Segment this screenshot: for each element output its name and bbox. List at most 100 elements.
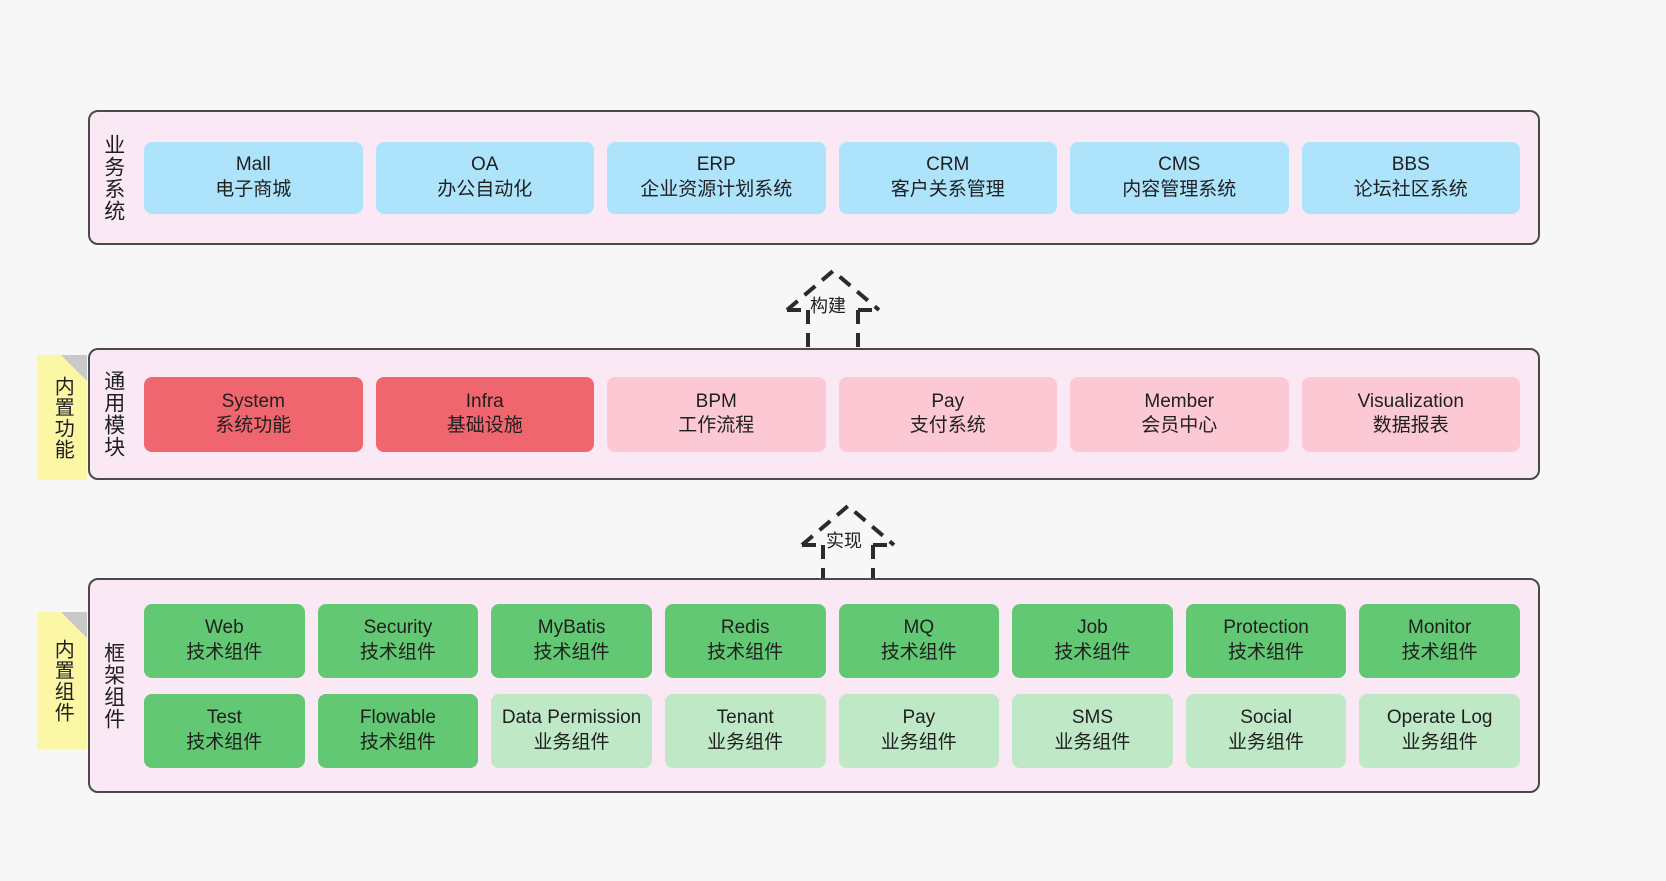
module-title: Pay: [902, 707, 936, 729]
module-subtitle: 工作流程: [678, 415, 755, 436]
module-title: Flowable: [359, 707, 436, 729]
module-title: Protection: [1223, 617, 1309, 639]
module-box-pay[interactable]: Pay 支付系统: [838, 376, 1057, 452]
layer-business-systems: 业务系统 Mall 电子商城 OA 办公自动化 ERP 企业资源计划系统 CRM…: [88, 110, 1540, 245]
module-title: System: [221, 390, 285, 412]
module-subtitle: 企业资源计划系统: [640, 178, 793, 200]
module-title: Operate Log: [1386, 707, 1493, 729]
module-subtitle: 技术组件: [880, 641, 957, 663]
module-box-security[interactable]: Security 技术组件: [317, 603, 479, 678]
module-title: Infra: [465, 390, 504, 412]
module-title: CRM: [926, 154, 970, 176]
module-subtitle: 技术组件: [1228, 641, 1305, 663]
module-title: Member: [1144, 390, 1215, 412]
module-box-member[interactable]: Member 会员中心: [1070, 376, 1289, 452]
layer-title-common-modules: 通用模块: [101, 370, 125, 458]
module-title: ERP: [696, 154, 736, 176]
module-subtitle: 技术组件: [533, 641, 610, 663]
module-box-cms[interactable]: CMS 内容管理系统: [1070, 141, 1289, 214]
module-box-protection[interactable]: Protection 技术组件: [1185, 603, 1347, 678]
layer-body-framework-components: Web 技术组件 Security 技术组件 MyBatis 技术组件 Redi…: [136, 580, 1538, 791]
module-box-test[interactable]: Test 技术组件: [144, 693, 305, 768]
module-row: Test 技术组件 Flowable 技术组件 Data Permission …: [144, 693, 1520, 768]
module-subtitle: 技术组件: [359, 731, 436, 753]
module-box-tenant[interactable]: Tenant 业务组件: [664, 693, 826, 768]
module-subtitle: 业务组件: [1228, 731, 1305, 753]
module-row: Web 技术组件 Security 技术组件 MyBatis 技术组件 Redi…: [144, 603, 1520, 678]
module-box-mybatis[interactable]: MyBatis 技术组件: [491, 603, 652, 678]
module-subtitle: 业务组件: [1054, 731, 1131, 753]
module-subtitle: 支付系统: [909, 415, 986, 436]
module-box-bpm[interactable]: BPM 工作流程: [607, 376, 826, 452]
module-title: CMS: [1158, 154, 1201, 176]
sticky-note-builtin-component: 内置组件: [37, 612, 87, 749]
module-subtitle: 技术组件: [186, 731, 263, 753]
module-title: Web: [204, 617, 244, 639]
module-box-operate-log[interactable]: Operate Log 业务组件: [1359, 693, 1520, 768]
module-subtitle: 技术组件: [186, 641, 263, 663]
module-subtitle: 系统功能: [215, 415, 292, 436]
module-subtitle: 电子商城: [215, 178, 292, 200]
module-title: Tenant: [716, 707, 774, 729]
module-title: Job: [1077, 617, 1108, 639]
module-subtitle: 技术组件: [1401, 641, 1478, 663]
connector-implement-label: 实现: [826, 531, 862, 551]
module-box-flowable[interactable]: Flowable 技术组件: [317, 693, 479, 768]
module-box-pay-business[interactable]: Pay 业务组件: [838, 693, 1000, 768]
module-title: MyBatis: [537, 617, 606, 639]
module-title: SMS: [1071, 707, 1114, 729]
layer-framework-components: 框架组件 Web 技术组件 Security 技术组件 MyBatis 技术组件…: [88, 578, 1540, 793]
module-box-bbs[interactable]: BBS 论坛社区系统: [1301, 141, 1520, 214]
module-title: MQ: [903, 617, 935, 639]
module-subtitle: 客户关系管理: [890, 178, 1005, 200]
module-box-mall[interactable]: Mall 电子商城: [144, 141, 363, 214]
layer-common-modules: 通用模块 System 系统功能 Infra 基础设施 BPM 工作流程 Pay…: [88, 348, 1540, 480]
note-fold-corner: [61, 355, 87, 381]
module-title: Test: [206, 707, 242, 729]
module-box-mq[interactable]: MQ 技术组件: [838, 603, 1000, 678]
module-title: Pay: [931, 390, 965, 412]
module-box-social[interactable]: Social 业务组件: [1185, 693, 1347, 768]
module-box-data-permission[interactable]: Data Permission 业务组件: [491, 693, 652, 768]
sticky-note-label: 内置功能: [51, 375, 74, 460]
module-box-system[interactable]: System 系统功能: [144, 376, 363, 452]
module-subtitle: 技术组件: [1054, 641, 1131, 663]
module-row: Mall 电子商城 OA 办公自动化 ERP 企业资源计划系统 CRM 客户关系…: [144, 141, 1520, 214]
module-box-erp[interactable]: ERP 企业资源计划系统: [607, 141, 826, 214]
module-subtitle: 数据报表: [1372, 415, 1449, 436]
module-subtitle: 业务组件: [533, 731, 610, 753]
module-title: Data Permission: [501, 707, 642, 729]
note-fold-corner: [61, 612, 87, 638]
module-subtitle: 基础设施: [446, 415, 523, 436]
module-title: Mall: [235, 154, 271, 176]
module-box-oa[interactable]: OA 办公自动化: [375, 141, 594, 214]
module-box-infra[interactable]: Infra 基础设施: [375, 376, 594, 452]
module-subtitle: 论坛社区系统: [1353, 178, 1468, 200]
module-title: Social: [1240, 707, 1292, 729]
module-subtitle: 办公自动化: [437, 178, 533, 200]
module-box-crm[interactable]: CRM 客户关系管理: [838, 141, 1057, 214]
layer-title-framework-components: 框架组件: [101, 641, 125, 730]
module-title: Security: [363, 617, 433, 639]
module-box-web[interactable]: Web 技术组件: [144, 603, 305, 678]
module-title: BBS: [1391, 154, 1430, 176]
module-subtitle: 会员中心: [1141, 415, 1218, 436]
layer-body-common-modules: System 系统功能 Infra 基础设施 BPM 工作流程 Pay 支付系统…: [136, 350, 1538, 478]
layer-title-business-systems: 业务系统: [101, 133, 125, 222]
module-subtitle: 技术组件: [359, 641, 436, 663]
module-box-redis[interactable]: Redis 技术组件: [664, 603, 826, 678]
module-box-monitor[interactable]: Monitor 技术组件: [1359, 603, 1520, 678]
module-title: Monitor: [1408, 617, 1472, 639]
module-subtitle: 内容管理系统: [1122, 178, 1237, 200]
module-box-visualization[interactable]: Visualization 数据报表: [1301, 376, 1520, 452]
sticky-note-builtin-function: 内置功能: [37, 355, 87, 480]
module-box-job[interactable]: Job 技术组件: [1012, 603, 1173, 678]
module-subtitle: 业务组件: [1401, 731, 1478, 753]
connector-build-label: 构建: [810, 296, 846, 316]
module-subtitle: 业务组件: [707, 731, 784, 753]
module-row: System 系统功能 Infra 基础设施 BPM 工作流程 Pay 支付系统…: [144, 376, 1520, 452]
module-title: OA: [471, 154, 499, 176]
layer-body-business-systems: Mall 电子商城 OA 办公自动化 ERP 企业资源计划系统 CRM 客户关系…: [136, 112, 1538, 243]
module-box-sms[interactable]: SMS 业务组件: [1012, 693, 1173, 768]
